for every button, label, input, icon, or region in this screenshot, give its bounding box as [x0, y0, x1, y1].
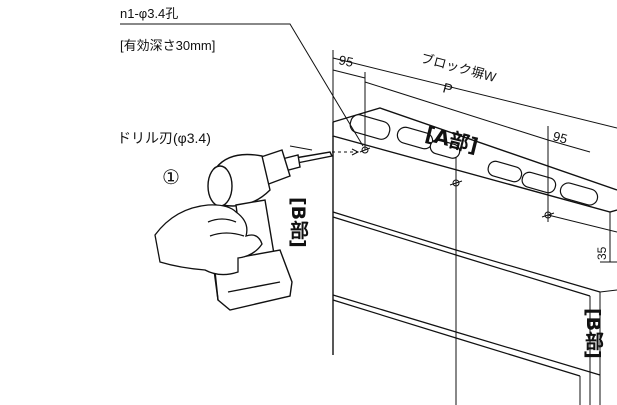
block-hollows — [349, 114, 599, 206]
hole-spec-label: n1-φ3.4孔 — [120, 6, 178, 21]
effective-depth-label: [有効深さ30mm] — [120, 38, 215, 53]
dim-left-label: 95 — [337, 52, 354, 70]
drill-hole-marks — [359, 146, 555, 219]
pitch-label: P — [441, 79, 454, 97]
part-b-left-label: [B部] — [287, 197, 309, 248]
part-b-right-label: [B部] — [582, 308, 604, 359]
drill-bit-label: ドリル刃(φ3.4) — [117, 130, 211, 146]
dim-right-label: 95 — [551, 128, 569, 146]
hand-icon — [154, 204, 263, 276]
step-number-label: ① — [162, 167, 180, 189]
dim-vertical-label: 35 — [595, 246, 609, 260]
block-wall — [332, 107, 617, 405]
block-width-label: ブロック塀W — [419, 50, 498, 85]
leader-lines — [120, 23, 364, 156]
dimension-lines — [332, 50, 617, 263]
